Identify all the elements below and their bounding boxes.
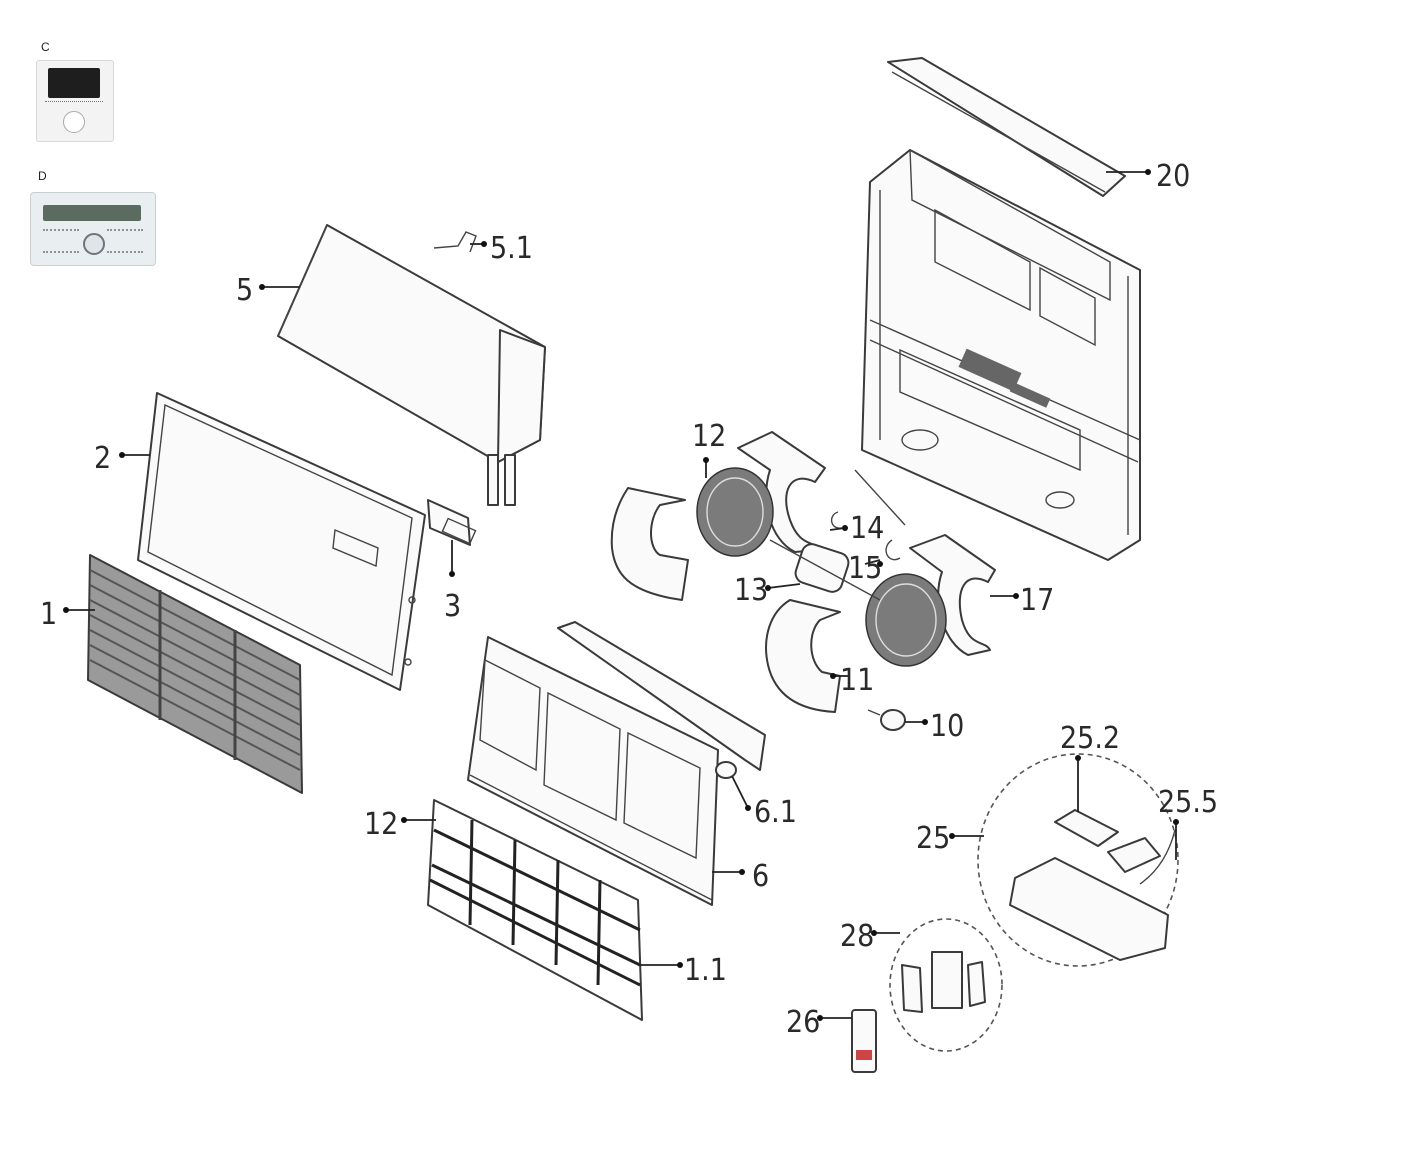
callout-12-top: 12 — [692, 419, 726, 454]
callout-2: 2 — [94, 441, 111, 476]
callout-6: 6 — [752, 859, 769, 894]
callout-13: 13 — [734, 573, 768, 608]
controller-keypad-right — [107, 229, 143, 253]
callout-3: 3 — [444, 589, 461, 624]
knob-6-1-part — [715, 761, 737, 779]
controller-button-row — [45, 101, 103, 106]
wired-controller-d-image — [30, 192, 156, 266]
fan-scroll-lower-part — [765, 599, 841, 713]
inner-frame-part — [467, 636, 719, 906]
bracket-5-1-part — [433, 231, 477, 253]
control-box-group-part — [977, 753, 1179, 967]
callout-11: 11 — [840, 663, 874, 698]
clip-15-part — [885, 539, 901, 561]
callout-28: 28 — [840, 919, 874, 954]
upper-casing-part — [277, 224, 546, 506]
callout-14: 14 — [850, 511, 884, 546]
callout-1-1: 1.1 — [684, 953, 727, 988]
controller-keypad — [43, 229, 79, 253]
thumbnail-d-label: D — [38, 169, 47, 183]
top-cover-part — [887, 57, 1126, 197]
air-filter-part — [427, 799, 643, 1021]
thumbnail-c-label: C — [41, 40, 50, 54]
remote-control-part — [851, 1009, 877, 1073]
controller-center-button — [83, 233, 105, 255]
controller-lcd — [43, 205, 141, 221]
callout-12-bottom: 12 — [364, 807, 398, 842]
callout-26: 26 — [786, 1005, 820, 1040]
intake-grille-part — [87, 554, 303, 794]
callout-6-1: 6.1 — [754, 795, 797, 830]
upper-rail-part — [557, 621, 766, 771]
controller-screen — [48, 68, 100, 98]
callout-10: 10 — [930, 709, 964, 744]
callout-numbers: 20 5.1 5 2 1 3 12 14 15 13 17 11 10 6.1 … — [40, 159, 1218, 1040]
callout-5: 5 — [236, 273, 253, 308]
leader-lines — [63, 169, 1179, 1021]
accessory-group-28-part — [889, 918, 1003, 1052]
fan-motor-part — [769, 539, 881, 601]
callout-20: 20 — [1156, 159, 1190, 194]
controller-dial — [63, 111, 85, 133]
blower-wheel-right-part — [865, 573, 947, 667]
front-panel-part — [137, 392, 426, 691]
display-module-part — [427, 499, 477, 572]
fan-scroll-left-part — [610, 487, 689, 601]
callout-5-1: 5.1 — [490, 231, 533, 266]
callout-25-2: 25.2 — [1060, 721, 1120, 756]
wired-controller-c-image — [36, 60, 114, 142]
callout-1: 1 — [40, 597, 57, 632]
callout-25-5: 25.5 — [1158, 785, 1218, 820]
bearing-10-part — [867, 709, 906, 731]
callout-15: 15 — [848, 551, 882, 586]
blower-wheel-left-part — [696, 467, 774, 557]
callout-17: 17 — [1020, 583, 1054, 618]
callout-25: 25 — [916, 821, 950, 856]
chassis-frame-part — [861, 148, 1141, 561]
